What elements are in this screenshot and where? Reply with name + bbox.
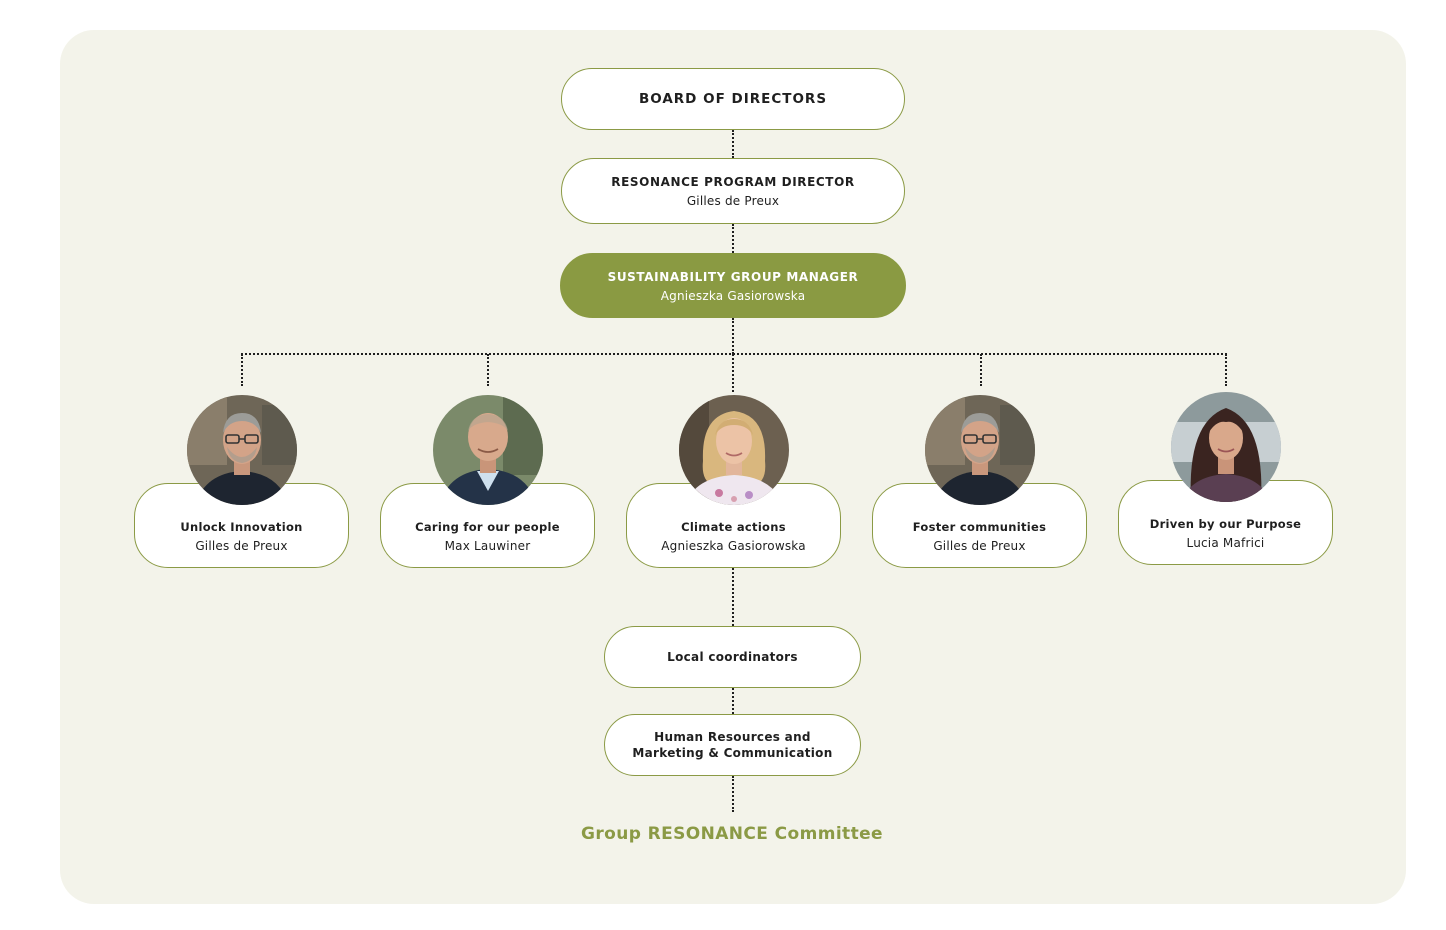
program-director-box: RESONANCE PROGRAM DIRECTOR Gilles de Pre…	[561, 158, 905, 224]
portrait-photo-agnieszka-gasiorowska	[679, 395, 789, 505]
board-of-directors-title: BOARD OF DIRECTORS	[638, 91, 828, 107]
connector-branch-pillar-5	[1225, 354, 1227, 386]
connector-director-manager	[732, 224, 734, 253]
committee-title: Group RESONANCE Committee	[581, 824, 883, 844]
connector-branch-pillar-3	[732, 354, 734, 392]
portrait-photo-gilles-de-preux	[925, 395, 1035, 505]
hr-marketing-line-2: Marketing & Communication	[632, 746, 833, 760]
pillar-lead-name: Lucia Mafrici	[1186, 535, 1265, 550]
group-manager-title: SUSTAINABILITY GROUP MANAGER	[607, 269, 859, 284]
connector-climate-local	[732, 568, 734, 626]
portrait-photo-gilles-de-preux	[187, 395, 297, 505]
local-coordinators-title: Local coordinators	[667, 650, 798, 664]
pillar-lead-name: Gilles de Preux	[933, 538, 1026, 553]
connector-branch-horizontal	[241, 353, 1227, 355]
connector-local-hr	[732, 688, 734, 714]
portrait-photo-lucia-mafrici	[1171, 392, 1281, 502]
pillar-title: Climate actions	[681, 519, 786, 534]
connector-branch-pillar-4	[980, 354, 982, 386]
program-director-title: RESONANCE PROGRAM DIRECTOR	[611, 175, 855, 189]
connector-board-director	[732, 130, 734, 158]
pillar-title: Foster communities	[912, 519, 1047, 534]
local-coordinators-box: Local coordinators	[604, 626, 861, 688]
pillar-lead-name: Agnieszka Gasiorowska	[661, 538, 806, 553]
pillar-lead-name: Max Lauwiner	[444, 538, 531, 553]
connector-manager-branch	[732, 318, 734, 354]
hr-marketing-box: Human Resources and Marketing & Communic…	[604, 714, 861, 776]
connector-branch-pillar-1	[241, 354, 243, 386]
pillar-title: Caring for our people	[415, 519, 560, 534]
portrait-photo-max-lauwiner	[433, 395, 543, 505]
program-director-name: Gilles de Preux	[686, 194, 780, 208]
hr-marketing-line-1: Human Resources and	[654, 730, 811, 744]
pillar-title: Unlock Innovation	[180, 519, 303, 534]
pillar-lead-name: Gilles de Preux	[195, 538, 288, 553]
connector-hr-committee	[732, 776, 734, 812]
group-manager-box: SUSTAINABILITY GROUP MANAGER Agnieszka G…	[560, 253, 906, 318]
group-manager-name: Agnieszka Gasiorowska	[660, 288, 806, 303]
connector-branch-pillar-2	[487, 354, 489, 386]
board-of-directors-box: BOARD OF DIRECTORS	[561, 68, 905, 130]
pillar-title: Driven by our Purpose	[1149, 516, 1302, 531]
